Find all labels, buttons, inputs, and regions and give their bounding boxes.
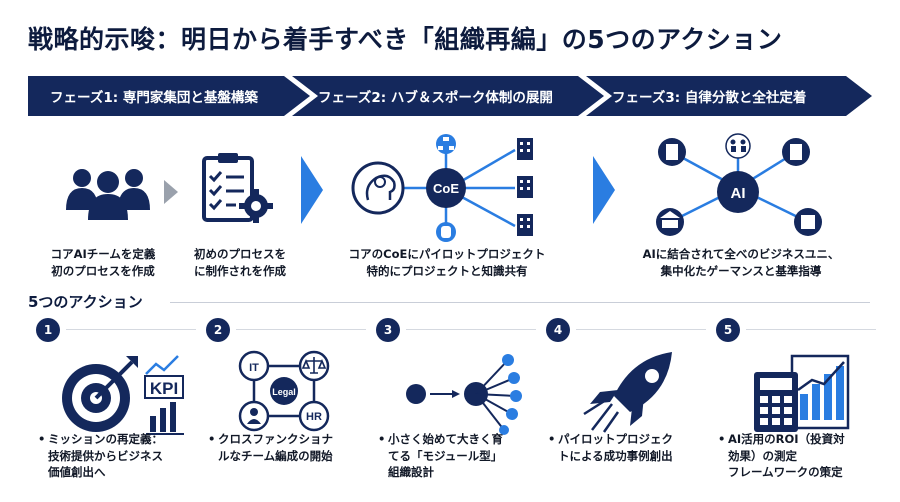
phase-2-caption: コアのCoEにパイロットプロジェクト特的にプロジェクトと知識共有 bbox=[348, 247, 546, 278]
action-1: 1 KPI •ミッションの再定義： 技術提供からビジネス 価値創出へ bbox=[36, 318, 206, 488]
modular-growth-icon bbox=[406, 354, 522, 435]
coe-hub-node bbox=[426, 168, 466, 208]
coe-hub-label: CoE bbox=[433, 181, 459, 196]
ai-hub-label: AI bbox=[731, 185, 746, 202]
cross-functional-team-icon: IT Legal HR bbox=[238, 350, 330, 432]
svg-text:HR: HR bbox=[306, 411, 322, 423]
action-4: 4 •パイロットプロジェク トによる成功事例創出 bbox=[546, 318, 716, 488]
action-4-text: •パイロットプロジェク トによる成功事例創出 bbox=[548, 432, 673, 463]
page-title: 戦略的示唆：明日から着手すべき「組織再編」の5つのアクション bbox=[28, 25, 783, 54]
database-icon bbox=[436, 222, 456, 242]
phase-1-caption-b: 初めのプロセスをに制作されを作成 bbox=[194, 247, 286, 278]
phase-2-banner: フェーズ2: ハブ＆スポーク体制の展開 bbox=[292, 76, 604, 116]
phase-3-caption: AIに結合されて全べのビジネスユニ、集中化たゲーマンスと基準指導 bbox=[642, 247, 840, 278]
brain-head-icon bbox=[351, 161, 405, 215]
action-number: 1 bbox=[36, 318, 60, 342]
action-5: 5 •AI活用のROI（投資対 効果）の測定 フレームワークの策定 bbox=[716, 318, 886, 488]
action-number: 5 bbox=[716, 318, 740, 342]
action-number: 4 bbox=[546, 318, 570, 342]
hub-and-spoke-diagram: CoE bbox=[351, 134, 533, 242]
ai-network-diagram: AI bbox=[656, 133, 822, 236]
people-node-icon bbox=[725, 133, 751, 159]
action-5-text: •AI活用のROI（投資対 効果）の測定 フレームワークの策定 bbox=[718, 432, 845, 480]
kpi-label: KPI bbox=[150, 379, 178, 398]
action-2-text: •クロスファンクショナ ルなチーム編成の開始 bbox=[208, 432, 333, 463]
phase-1-banner: フェーズ1: 専門家集団と基盤構築 bbox=[28, 76, 310, 116]
org-chart-icon bbox=[436, 134, 456, 154]
target-kpi-icon: KPI bbox=[62, 355, 184, 435]
section-divider bbox=[170, 302, 870, 303]
building-icons bbox=[517, 138, 533, 236]
svg-text:IT: IT bbox=[249, 362, 259, 374]
checklist-gear-icon bbox=[202, 153, 273, 223]
team-people-icon bbox=[66, 169, 150, 220]
gray-arrow-icon bbox=[164, 180, 178, 204]
rocket-icon bbox=[583, 352, 672, 433]
action-3-text: •小さく始めて大きく育 てる「モジュール型」 組織設計 bbox=[378, 432, 503, 480]
phase-3-banner: フェーズ3: 自律分散と全社定着 bbox=[586, 76, 872, 116]
action-1-text: •ミッションの再定義： 技術提供からビジネス 価値創出へ bbox=[38, 432, 163, 480]
action-number: 3 bbox=[376, 318, 400, 342]
blue-chevron-icon bbox=[301, 156, 323, 224]
actions-section-title: 5つのアクション bbox=[28, 293, 143, 311]
svg-text:Legal: Legal bbox=[272, 387, 296, 397]
action-number: 2 bbox=[206, 318, 230, 342]
blue-chevron-icon-2 bbox=[593, 156, 615, 224]
action-3: 3 •小さく始めて大きく育 てる「モジュール型」 組織設計 bbox=[376, 318, 546, 488]
action-2: 2 IT Legal HR •クロスファンクショナ ルなチーム編成の開始 bbox=[206, 318, 376, 488]
roi-calculator-chart-icon bbox=[754, 354, 850, 432]
ai-hub-node bbox=[717, 171, 759, 213]
phase-1-caption-a: コアAIチームを定義初のプロセスを作成 bbox=[50, 247, 156, 278]
